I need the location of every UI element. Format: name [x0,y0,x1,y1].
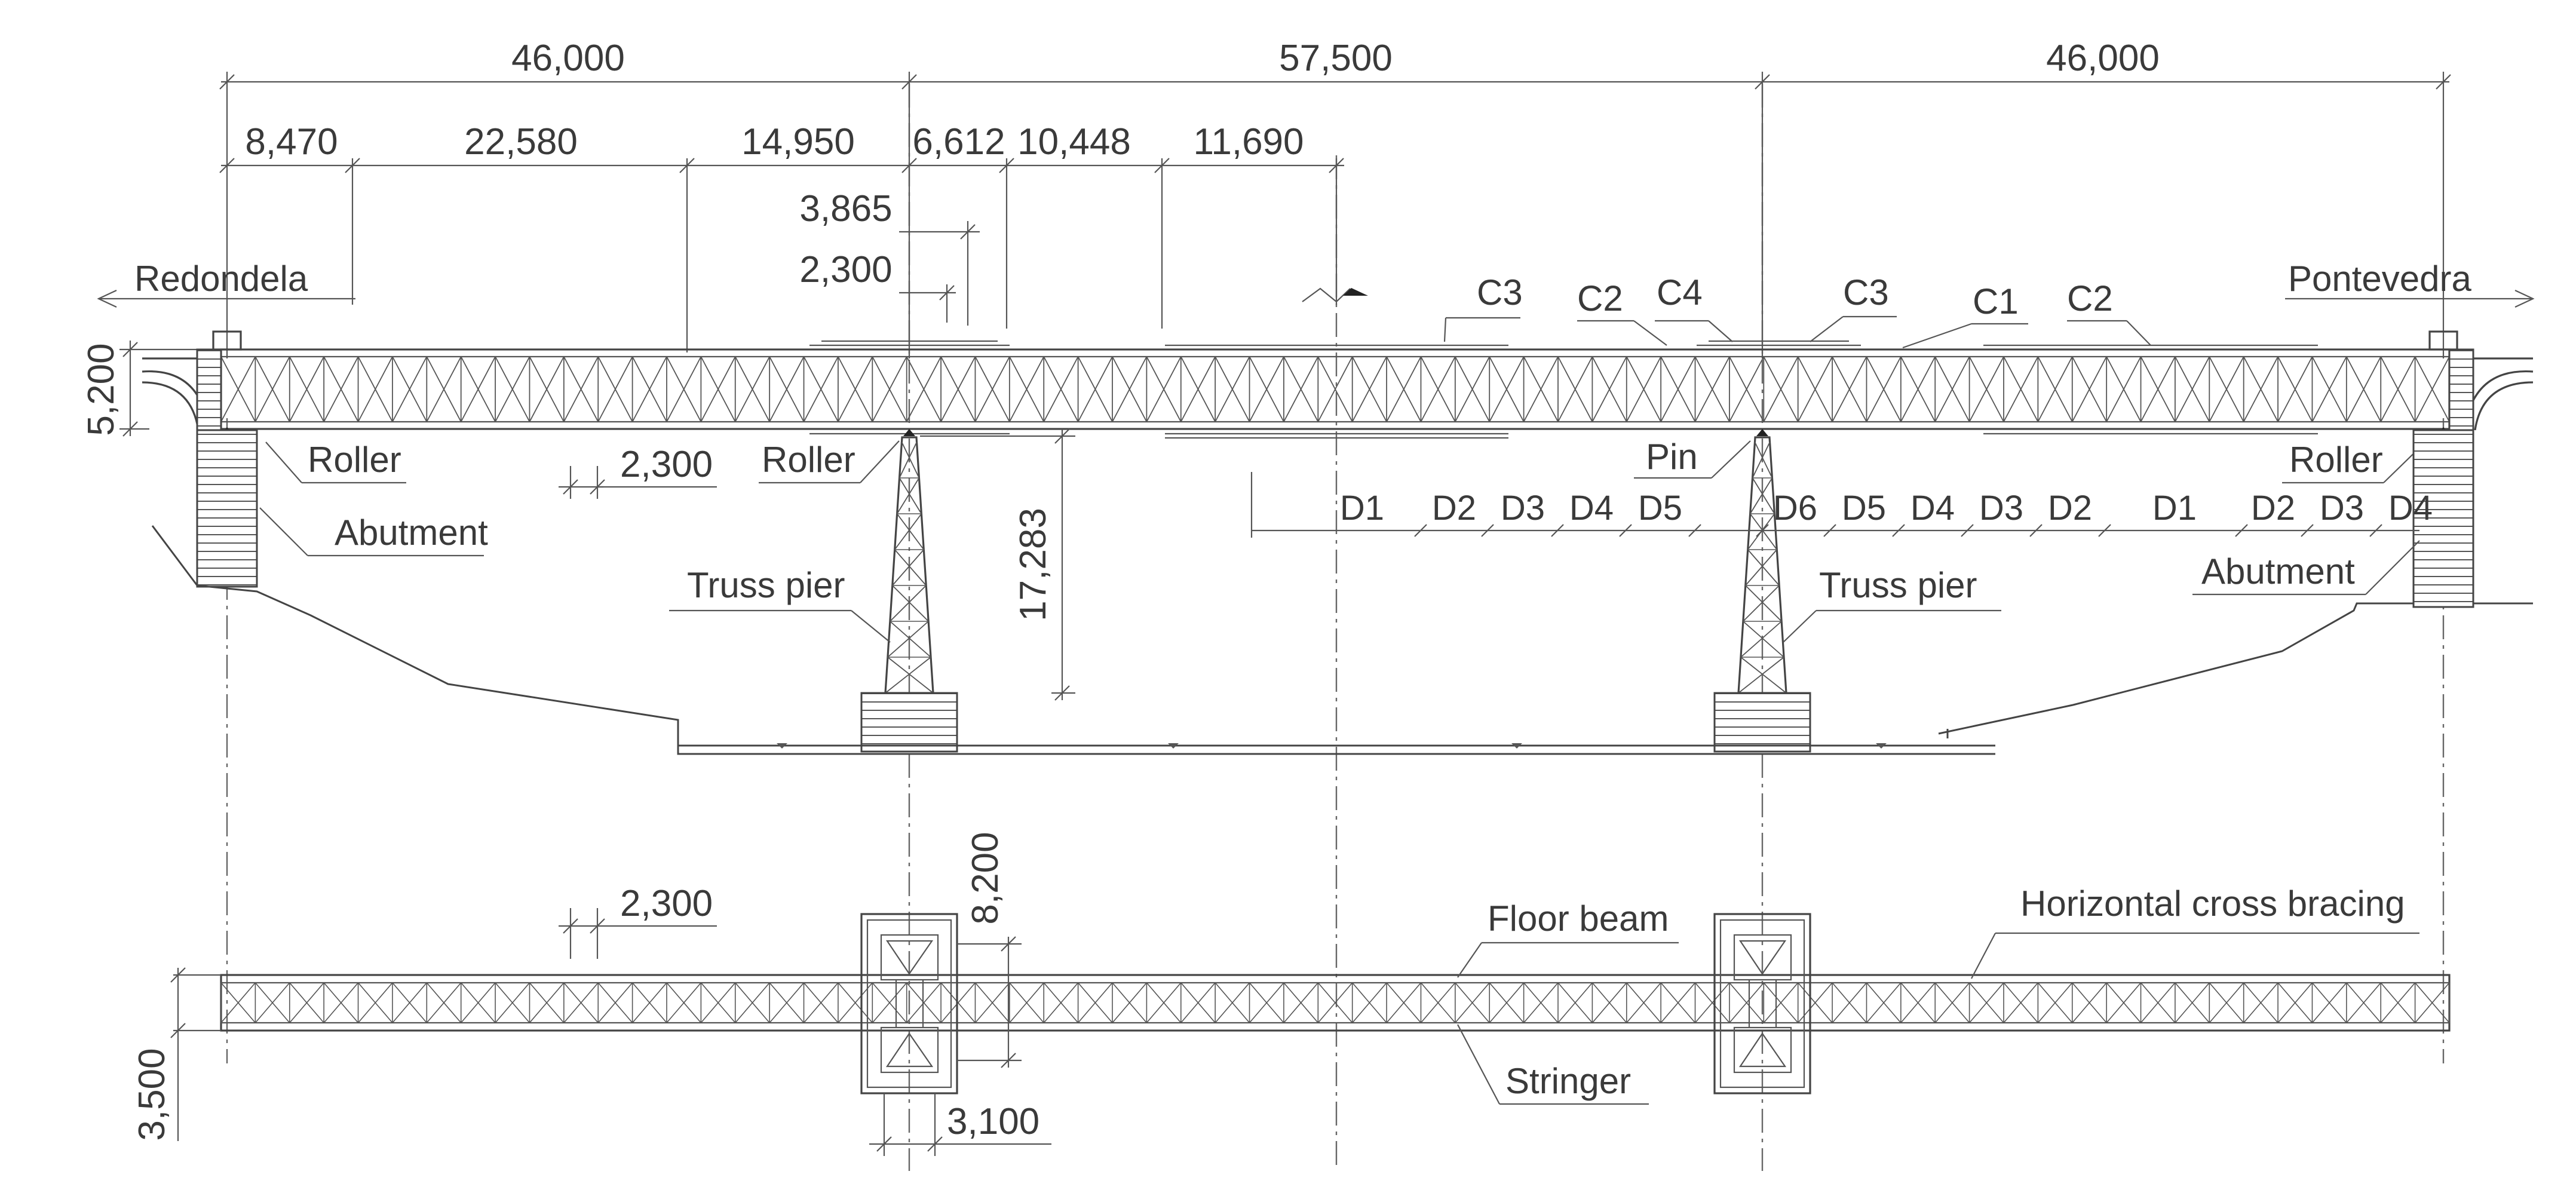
roller-right-label: Roller [2289,440,2383,480]
span-dimensions: 46,000 57,500 46,000 [219,38,2451,358]
depth-dimension: 5,200 [81,341,221,437]
plan-pier-width-dim: 8,200 [965,832,1006,924]
segment-dim-3: 14,950 [741,121,855,162]
truss-web [220,356,2450,422]
diag-label: D3 [2320,489,2364,528]
plan-panel-dimension: 2,300 [559,883,717,959]
chord-label-2: C2 [1577,278,1623,318]
horizontal-bracing-label: Horizontal cross bracing [2020,884,2405,924]
chord-label-4: C3 [1843,272,1889,312]
diag-label: D3 [1979,489,2023,528]
segment-dim-6: 11,690 [1193,121,1304,162]
sub-dim-b: 2,300 [799,249,892,290]
plan-width-dim: 3,500 [131,1048,173,1140]
segment-dim-4: 6,612 [912,121,1005,162]
diag-label: D3 [1501,489,1545,528]
chord-labels: C3 C2 C4 C3 C1 C2 [1443,272,2151,349]
segment-dim-1: 8,470 [245,121,338,162]
pier-height-dimension: 17,283 [920,428,1075,701]
diag-label: D5 [1842,489,1886,528]
plan-pier-left [860,913,958,1094]
span-dim-middle: 57,500 [1279,38,1393,79]
diag-label: D4 [1569,489,1614,528]
span-dim-right: 46,000 [2046,38,2160,79]
axis-lines [226,84,2445,1171]
plan-width-dimension: 3,500 [131,967,221,1141]
plan-view: 2,300 8,200 3,500 3,100 [131,832,2451,1156]
sub-dim-a: 3,865 [799,188,892,229]
stringer-label: Stringer [1505,1061,1631,1101]
pin-label: Pin [1646,437,1698,477]
abutment-right: Abutment [2192,330,2534,608]
diag-label: D2 [2251,489,2295,528]
plan-bracing [220,982,2450,1023]
plan-pier-depth-dimension: 3,100 [869,1093,1051,1156]
plan-labels: Floor beam Stringer Horizontal cross bra… [1457,884,2419,1105]
segment-dim-5: 10,448 [1017,121,1131,162]
truss-girder [220,340,2451,439]
diag-label: D1 [1340,489,1384,528]
section-mark [1302,287,1368,303]
truss-pier-left-label: Truss pier [687,565,845,605]
panel-dim: 2,300 [620,444,713,485]
plan-pier-depth-dim: 3,100 [947,1101,1039,1142]
roller-left-label: Roller [308,440,401,480]
elevation-view: 46,000 57,500 46,000 8,470 22,580 14,950… [81,38,2535,1171]
truss-pier-left: Truss pier [669,436,958,753]
roller-mid-label: Roller [762,440,855,480]
chord-label-1: C3 [1477,272,1523,312]
truss-pier-right: Truss pier [1713,436,2001,753]
span-dim-left: 46,000 [511,38,625,79]
plan-panel-dim: 2,300 [620,883,713,924]
support-labels: Roller Roller Pin Roller [265,437,2429,484]
plan-pier-right [1713,913,1811,1094]
depth-dim: 5,200 [81,343,122,436]
diag-label: D1 [2152,489,2197,528]
diagonal-chain: D1 D2 D3 D4 D5 D6 D5 D4 D3 D2 D1 D2 D3 D… [1250,472,2433,538]
ground-profile [151,525,2533,755]
pier-height-dim: 17,283 [1013,508,1054,621]
diag-label: D5 [1638,489,1682,528]
diag-label: D2 [2048,489,2092,528]
diagonal-ticks [1414,524,2382,537]
diag-label: D4 [1910,489,1955,528]
diag-label: D4 [2388,489,2433,528]
chord-plates [809,340,2318,439]
chord-label-3: C4 [1657,272,1703,312]
place-left-label: Redondela [134,259,308,299]
plan-pier-width-dimension: 8,200 [957,832,1022,1068]
diag-label: D2 [1432,489,1476,528]
chord-label-5: C1 [1973,281,2019,321]
segment-dimensions: 8,470 22,580 14,950 6,612 10,448 11,690 … [219,121,1344,352]
pier-web-left [885,441,934,694]
floor-beam-label: Floor beam [1488,899,1669,939]
place-right-label: Pontevedra [2288,259,2472,299]
segment-dim-2: 22,580 [464,121,578,162]
truss-pier-right-label: Truss pier [1819,565,1977,605]
direction-left: Redondela [97,259,355,308]
abutment-right-label: Abutment [2201,551,2355,591]
diag-label: D6 [1773,489,1817,528]
chord-label-6: C2 [2067,278,2113,318]
panel-dimension: 2,300 [559,444,717,499]
abutment-left-label: Abutment [335,513,488,553]
abutment-left: Abutment [142,330,488,588]
direction-right: Pontevedra [2285,259,2535,308]
diagonal-labels: D1 D2 D3 D4 D5 D6 D5 D4 D3 D2 D1 D2 D3 D… [1340,489,2433,528]
